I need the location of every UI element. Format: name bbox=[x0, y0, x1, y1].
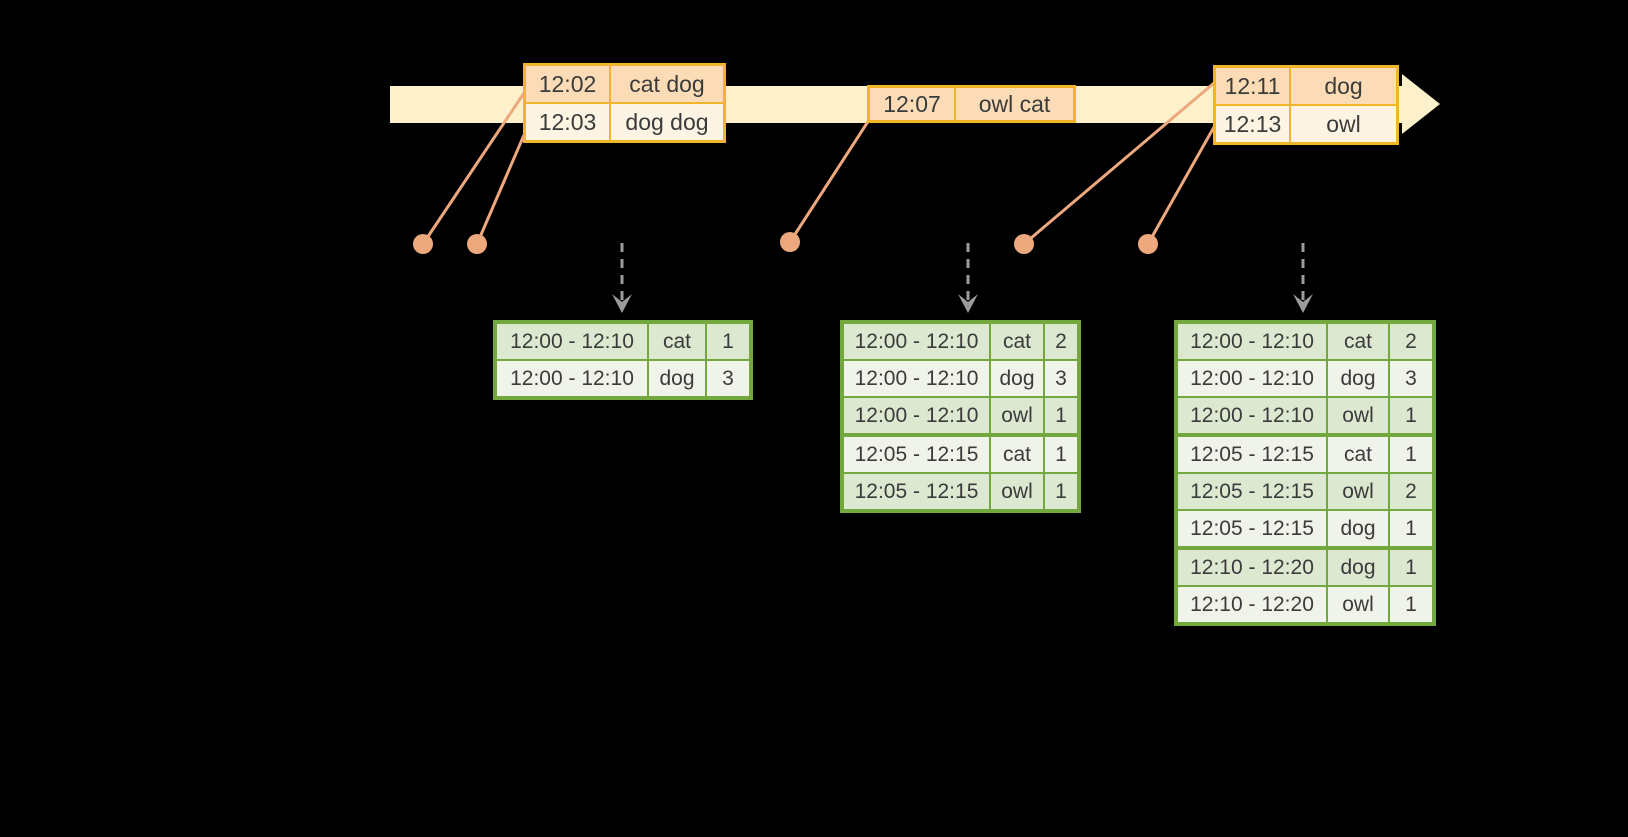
count-cell: 2 bbox=[1388, 474, 1432, 509]
result-table-2: 12:00 - 12:10 cat 2 12:00 - 12:10 dog 3 … bbox=[840, 320, 1081, 513]
word-cell: owl bbox=[1326, 398, 1388, 433]
word-cell: dog bbox=[989, 361, 1043, 396]
event-connector-line bbox=[475, 134, 526, 245]
event-row: 12:07 owl cat bbox=[870, 88, 1073, 120]
result-table-3: 12:00 - 12:10 cat 2 12:00 - 12:10 dog 3 … bbox=[1174, 320, 1436, 626]
word-cell: cat bbox=[989, 324, 1043, 359]
event-marker-dot-icon bbox=[1014, 234, 1034, 254]
result-row: 12:00 - 12:10 cat 2 bbox=[1178, 324, 1432, 359]
result-row: 12:05 - 12:15 owl 2 bbox=[1178, 472, 1432, 509]
window-cell: 12:00 - 12:10 bbox=[844, 324, 989, 359]
event-marker-dot-icon bbox=[467, 234, 487, 254]
count-cell: 1 bbox=[1388, 398, 1432, 433]
window-cell: 12:00 - 12:10 bbox=[1178, 361, 1326, 396]
event-time-cell: 12:03 bbox=[526, 104, 609, 140]
event-row: 12:11 dog bbox=[1216, 68, 1396, 104]
trigger-arrowhead-icon bbox=[958, 294, 978, 313]
word-cell: cat bbox=[989, 437, 1043, 472]
result-row: 12:00 - 12:10 owl 1 bbox=[1178, 396, 1432, 433]
count-cell: 1 bbox=[1043, 398, 1077, 433]
event-row: 12:03 dog dog bbox=[526, 102, 723, 140]
result-row: 12:00 - 12:10 dog 3 bbox=[844, 359, 1077, 396]
count-cell: 1 bbox=[1043, 474, 1077, 509]
word-cell: cat bbox=[647, 324, 705, 359]
result-row: 12:10 - 12:20 dog 1 bbox=[1178, 546, 1432, 585]
word-cell: owl bbox=[1326, 474, 1388, 509]
window-cell: 12:10 - 12:20 bbox=[1178, 550, 1326, 585]
window-cell: 12:00 - 12:10 bbox=[844, 361, 989, 396]
window-cell: 12:00 - 12:10 bbox=[1178, 324, 1326, 359]
result-row: 12:05 - 12:15 owl 1 bbox=[844, 472, 1077, 509]
result-row: 12:00 - 12:10 cat 1 bbox=[497, 324, 749, 359]
event-time-cell: 12:07 bbox=[870, 88, 954, 120]
word-cell: owl bbox=[989, 398, 1043, 433]
event-marker-dot-icon bbox=[1138, 234, 1158, 254]
window-cell: 12:05 - 12:15 bbox=[844, 474, 989, 509]
word-cell: owl bbox=[1326, 587, 1388, 622]
event-row: 12:02 cat dog bbox=[526, 66, 723, 102]
result-table-1: 12:00 - 12:10 cat 1 12:00 - 12:10 dog 3 bbox=[493, 320, 753, 400]
event-row: 12:13 owl bbox=[1216, 104, 1396, 142]
result-row: 12:05 - 12:15 dog 1 bbox=[1178, 509, 1432, 546]
event-words-cell: cat dog bbox=[609, 66, 723, 102]
result-row: 12:10 - 12:20 owl 1 bbox=[1178, 585, 1432, 622]
trigger-arrowhead-icon bbox=[1293, 294, 1313, 313]
word-cell: dog bbox=[1326, 511, 1388, 546]
word-cell: dog bbox=[647, 361, 705, 396]
event-words-cell: dog bbox=[1289, 68, 1396, 104]
window-cell: 12:05 - 12:15 bbox=[1178, 437, 1326, 472]
result-row: 12:05 - 12:15 cat 1 bbox=[1178, 433, 1432, 472]
event-connector-line bbox=[421, 92, 526, 245]
event-table-2: 12:07 owl cat bbox=[867, 85, 1076, 123]
count-cell: 1 bbox=[1388, 587, 1432, 622]
count-cell: 2 bbox=[1043, 324, 1077, 359]
event-table-3: 12:11 dog 12:13 owl bbox=[1213, 65, 1399, 145]
result-row: 12:05 - 12:15 cat 1 bbox=[844, 433, 1077, 472]
window-cell: 12:05 - 12:15 bbox=[1178, 474, 1326, 509]
window-cell: 12:00 - 12:10 bbox=[497, 324, 647, 359]
word-cell: owl bbox=[989, 474, 1043, 509]
result-row: 12:00 - 12:10 dog 3 bbox=[1178, 359, 1432, 396]
event-connector-line bbox=[1146, 126, 1216, 245]
result-row: 12:00 - 12:10 cat 2 bbox=[844, 324, 1077, 359]
event-time-cell: 12:02 bbox=[526, 66, 609, 102]
word-cell: dog bbox=[1326, 361, 1388, 396]
event-words-cell: owl bbox=[1289, 106, 1396, 142]
timeline-arrowhead-icon bbox=[1402, 74, 1440, 134]
window-cell: 12:05 - 12:15 bbox=[1178, 511, 1326, 546]
word-cell: cat bbox=[1326, 437, 1388, 472]
count-cell: 1 bbox=[705, 324, 749, 359]
window-cell: 12:00 - 12:10 bbox=[497, 361, 647, 396]
event-time-cell: 12:13 bbox=[1216, 106, 1289, 142]
count-cell: 1 bbox=[1388, 437, 1432, 472]
word-cell: cat bbox=[1326, 324, 1388, 359]
window-cell: 12:00 - 12:10 bbox=[1178, 398, 1326, 433]
word-cell: dog bbox=[1326, 550, 1388, 585]
event-words-cell: owl cat bbox=[954, 88, 1073, 120]
count-cell: 1 bbox=[1043, 437, 1077, 472]
event-connector-line bbox=[788, 119, 871, 243]
event-marker-dot-icon bbox=[413, 234, 433, 254]
count-cell: 2 bbox=[1388, 324, 1432, 359]
count-cell: 3 bbox=[705, 361, 749, 396]
count-cell: 1 bbox=[1388, 511, 1432, 546]
count-cell: 1 bbox=[1388, 550, 1432, 585]
count-cell: 3 bbox=[1043, 361, 1077, 396]
event-time-cell: 12:11 bbox=[1216, 68, 1289, 104]
trigger-arrowhead-icon bbox=[612, 294, 632, 313]
count-cell: 3 bbox=[1388, 361, 1432, 396]
window-cell: 12:00 - 12:10 bbox=[844, 398, 989, 433]
window-cell: 12:10 - 12:20 bbox=[1178, 587, 1326, 622]
event-marker-dot-icon bbox=[780, 232, 800, 252]
event-connector-line bbox=[1023, 81, 1215, 246]
event-table-1: 12:02 cat dog 12:03 dog dog bbox=[523, 63, 726, 143]
event-words-cell: dog dog bbox=[609, 104, 723, 140]
result-row: 12:00 - 12:10 owl 1 bbox=[844, 396, 1077, 433]
window-cell: 12:05 - 12:15 bbox=[844, 437, 989, 472]
result-row: 12:00 - 12:10 dog 3 bbox=[497, 359, 749, 396]
